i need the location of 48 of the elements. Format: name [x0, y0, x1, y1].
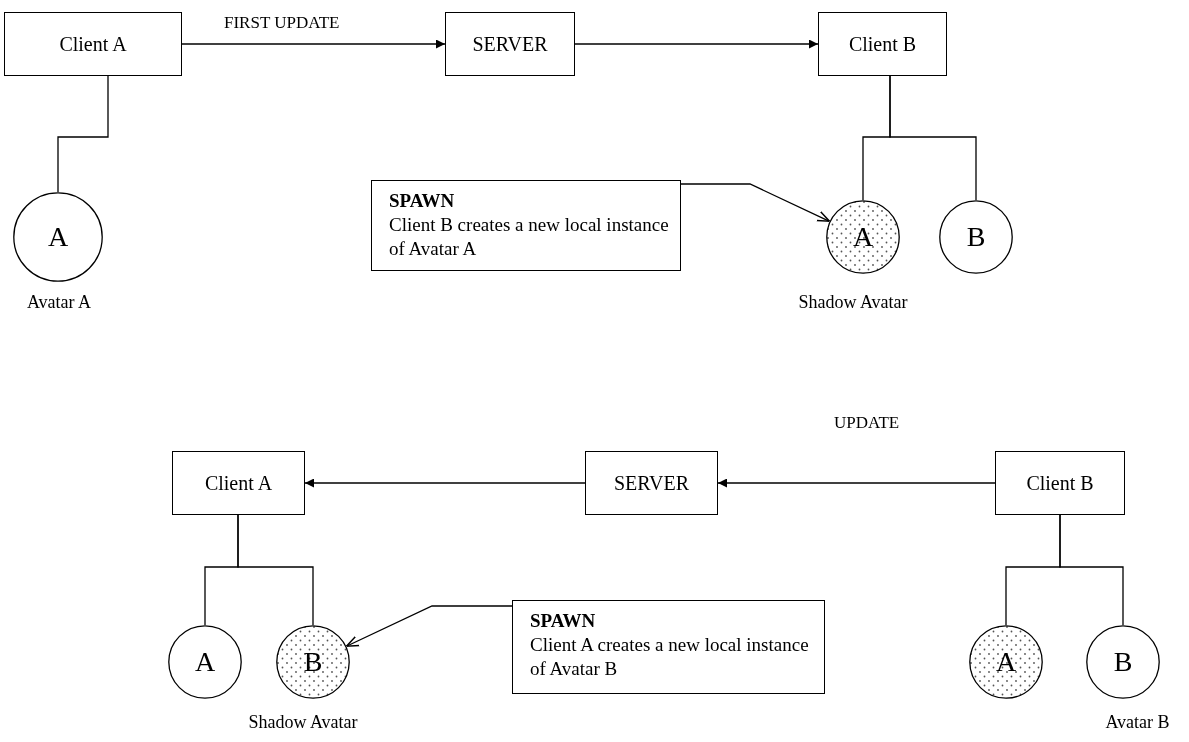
circle-node	[168, 625, 242, 699]
circle-node	[13, 192, 103, 282]
arrow	[181, 39, 446, 49]
box-label: SERVER	[472, 31, 548, 57]
process-box	[445, 12, 575, 76]
edge-label: UPDATE	[832, 414, 902, 431]
arrow	[717, 478, 996, 488]
box-label: Client A	[59, 31, 127, 57]
circle-label: A	[194, 648, 216, 676]
node-caption: Shadow Avatar	[797, 293, 909, 311]
process-box	[4, 12, 182, 76]
box-label: Client B	[1026, 470, 1094, 496]
arrow	[680, 183, 831, 222]
box-label: Client A	[204, 470, 273, 496]
node-caption: Avatar A	[25, 293, 93, 311]
note-box	[512, 600, 825, 694]
shaded-circle	[826, 200, 900, 274]
process-box	[172, 451, 305, 515]
circle-label: A	[995, 648, 1017, 676]
edge-label: FIRST UPDATE	[222, 14, 342, 31]
circle-label: B	[1113, 648, 1133, 676]
arrow	[345, 605, 513, 647]
circle-label: B	[303, 648, 323, 676]
shaded-circle	[276, 625, 350, 699]
circle-node	[1086, 625, 1160, 699]
process-box	[818, 12, 947, 76]
connector-line	[57, 75, 109, 193]
node-caption: Shadow Avatar	[247, 713, 359, 731]
node-caption: Avatar B	[1104, 713, 1171, 731]
process-box	[585, 451, 718, 515]
box-label: SERVER	[613, 470, 690, 496]
connector-line	[889, 75, 977, 201]
note-heading: SPAWN	[530, 609, 597, 633]
circle-node	[939, 200, 1013, 274]
circle-label: A	[47, 223, 69, 251]
arrow	[304, 478, 586, 488]
connector-line	[237, 514, 314, 626]
box-label: Client B	[848, 31, 917, 57]
process-box	[995, 451, 1125, 515]
shaded-circle	[969, 625, 1043, 699]
circle-label: A	[852, 223, 874, 251]
note-text: Client B creates a new local instance of Avatar A	[389, 213, 670, 261]
circle-label: B	[966, 223, 986, 251]
note-text: Client A creates a new local instance of Avatar B	[530, 633, 810, 681]
connector-line	[1059, 514, 1124, 626]
note-box	[371, 180, 681, 271]
note-heading: SPAWN	[389, 189, 456, 213]
arrow	[574, 39, 819, 49]
